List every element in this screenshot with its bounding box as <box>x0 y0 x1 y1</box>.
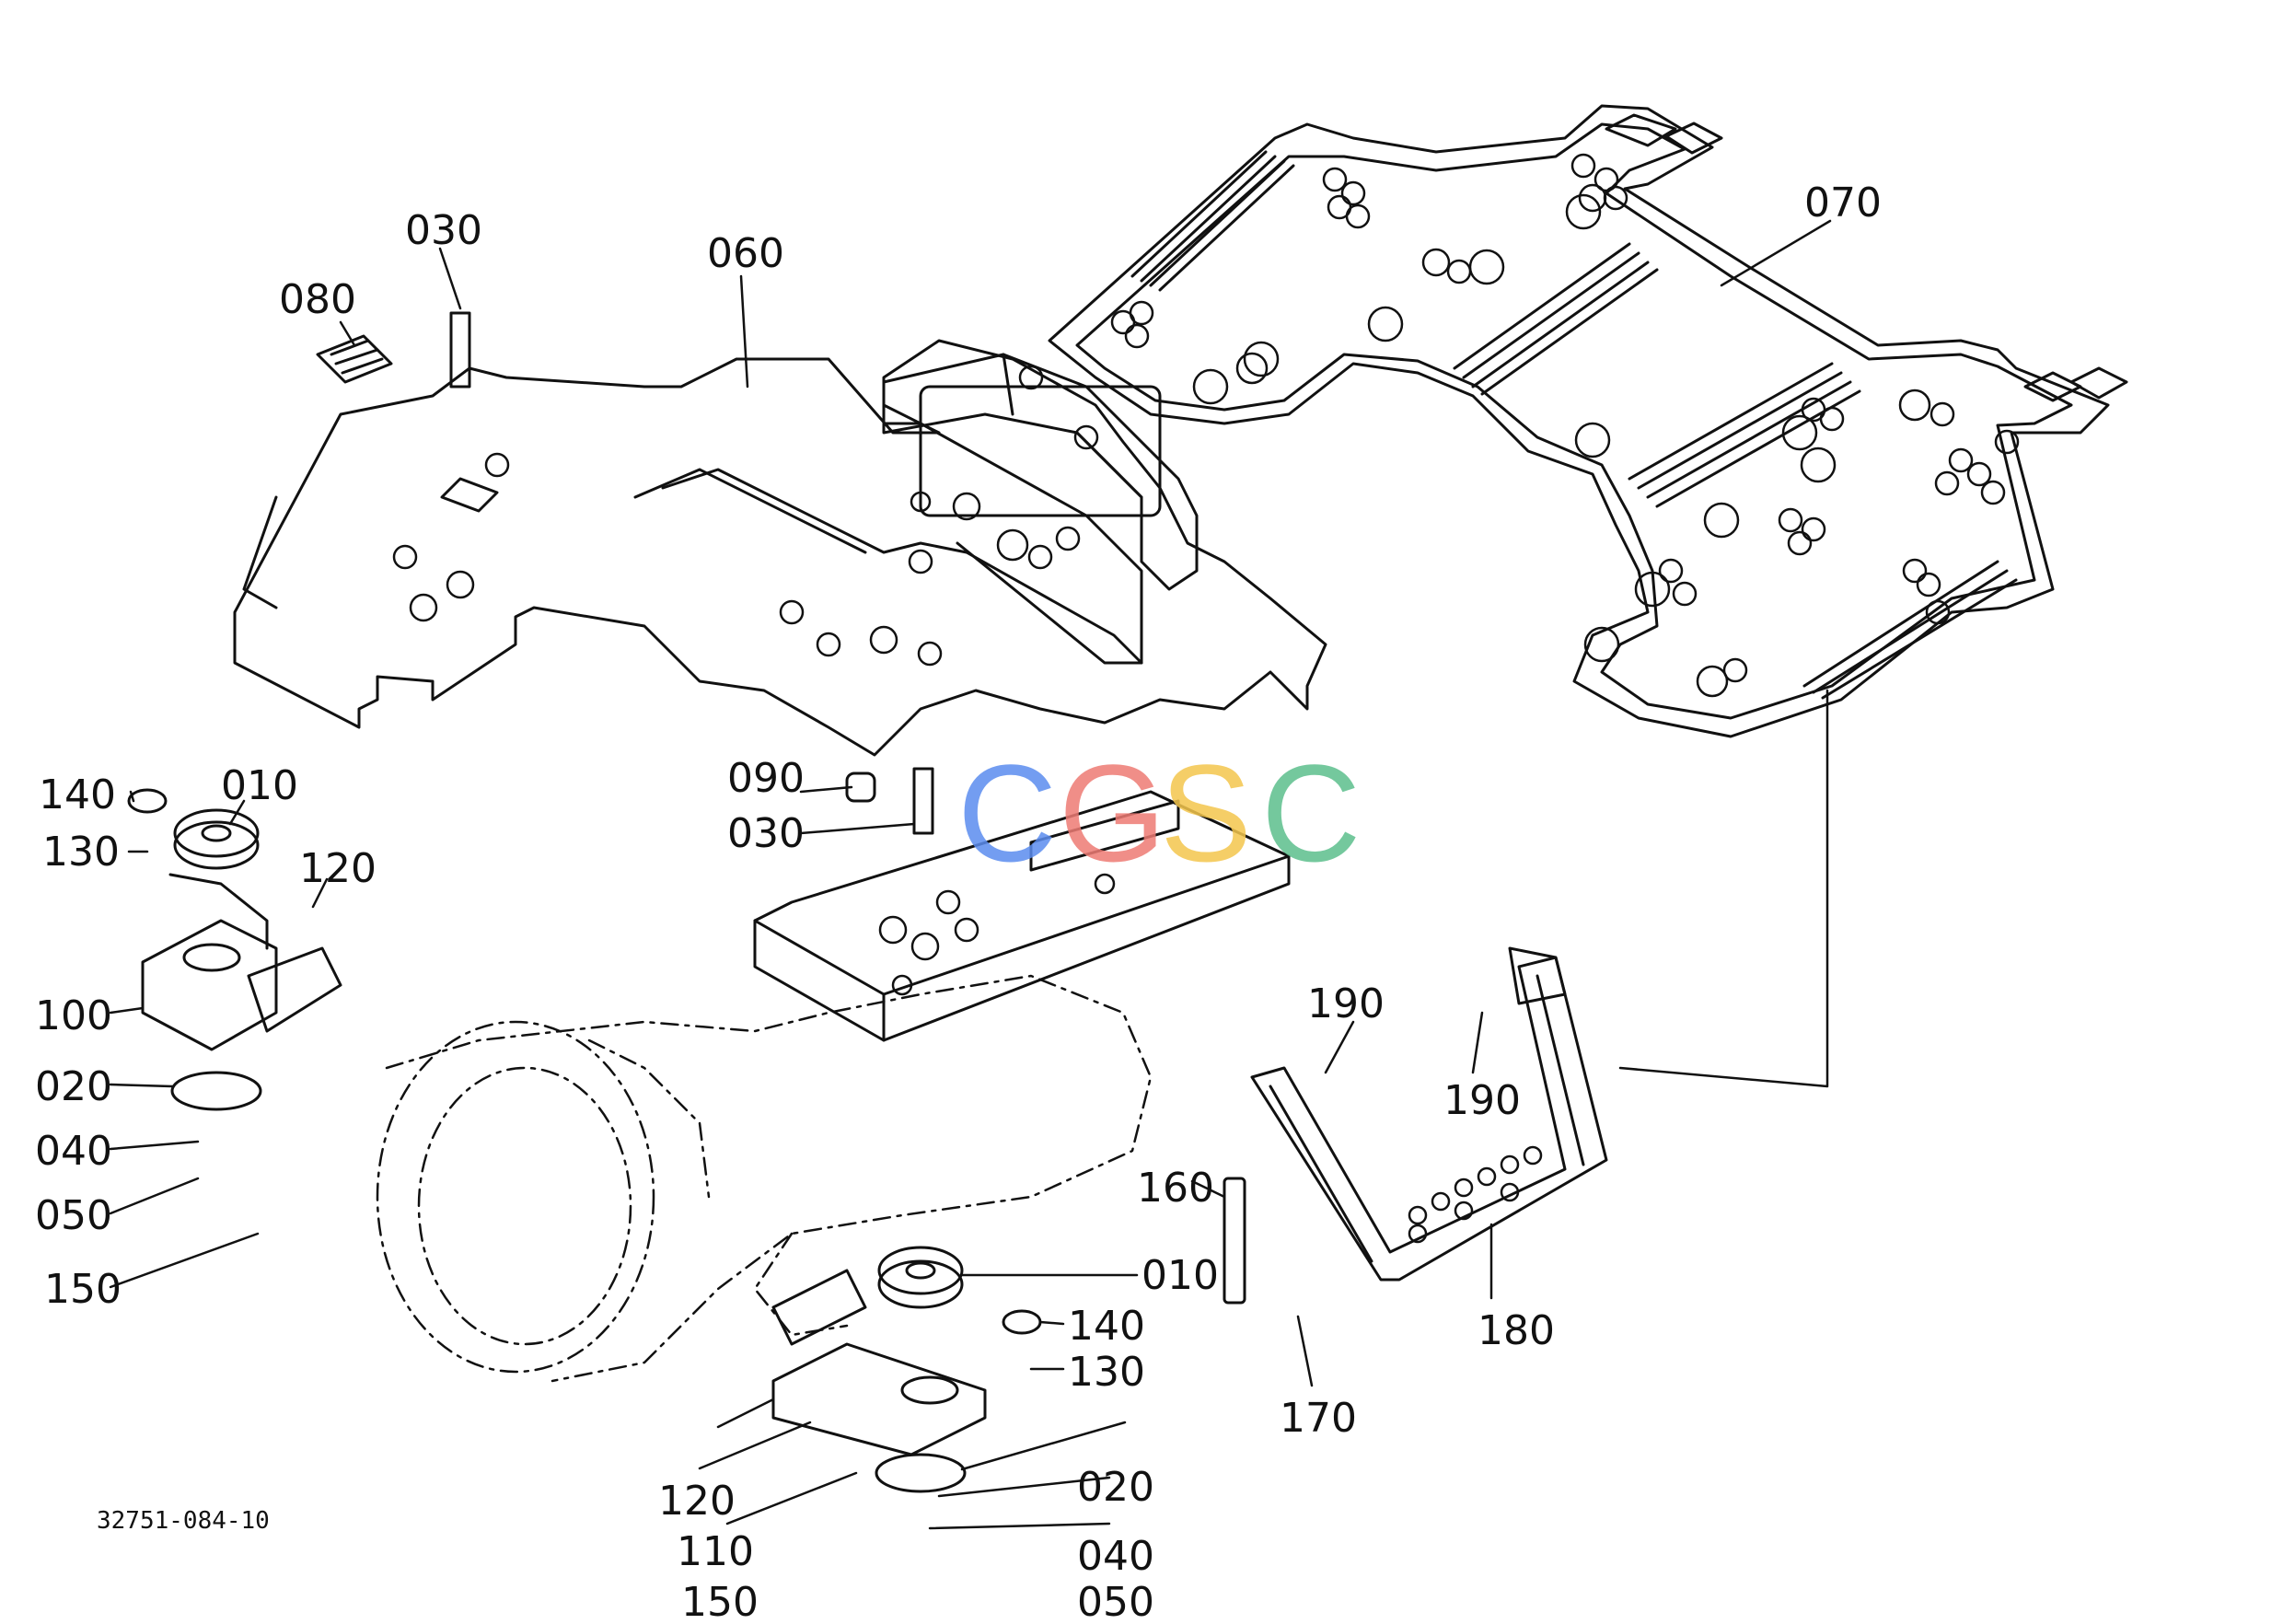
label-110: 110 <box>677 1528 754 1575</box>
label-120-upper: 120 <box>299 845 377 892</box>
part-labels: 030 080 060 070 090 030 140 010 130 120 … <box>35 180 1882 1624</box>
stay-160 <box>1223 1177 1246 1305</box>
bracket-100 <box>141 873 342 1051</box>
floor-plate-060 <box>233 339 1327 757</box>
watermark-letter: S <box>1160 736 1252 890</box>
label-020-lower: 020 <box>1077 1464 1154 1511</box>
watermark-letter: C <box>957 736 1057 890</box>
label-030-mid: 030 <box>727 810 805 857</box>
mount-plate <box>753 790 1291 1042</box>
drawing-number: 32751-084-10 <box>97 1507 270 1535</box>
label-070: 070 <box>1804 180 1882 226</box>
watermark-letter: G <box>1059 736 1166 890</box>
label-180: 180 <box>1478 1307 1555 1354</box>
pedal-pad-080 <box>316 334 393 384</box>
label-040-upper: 040 <box>35 1128 112 1175</box>
leader-lines <box>109 219 1832 1530</box>
label-150-lower: 150 <box>681 1579 759 1624</box>
label-090: 090 <box>727 755 805 802</box>
label-190-a: 190 <box>1307 980 1385 1027</box>
bracket-110 <box>771 1269 987 1456</box>
bolt-030-top <box>449 311 471 389</box>
rubber-mount-010-lower <box>877 1246 964 1309</box>
label-030-top: 030 <box>405 207 482 254</box>
label-050-upper: 050 <box>35 1192 112 1239</box>
label-130-upper: 130 <box>42 829 120 876</box>
washer-020-upper <box>170 1071 262 1111</box>
label-150-upper: 150 <box>44 1266 122 1313</box>
label-010-upper: 010 <box>221 762 298 809</box>
label-120-lower: 120 <box>658 1478 736 1525</box>
label-060: 060 <box>707 230 784 277</box>
label-160: 160 <box>1137 1165 1214 1212</box>
label-140-lower: 140 <box>1068 1303 1145 1350</box>
step-180 <box>1250 946 1608 1282</box>
rubber-mount-010-upper <box>173 808 260 870</box>
transmission-housing <box>376 974 1153 1383</box>
cap-140-lower <box>1002 1309 1042 1335</box>
bolt-030-mid <box>912 767 934 835</box>
washer-020-lower <box>875 1453 967 1493</box>
label-100: 100 <box>35 992 112 1039</box>
cap-140-upper <box>127 788 168 814</box>
label-170: 170 <box>1280 1395 1357 1442</box>
label-080: 080 <box>279 276 356 323</box>
label-140-upper: 140 <box>39 771 116 818</box>
label-010-lower: 010 <box>1142 1252 1219 1299</box>
label-190-b: 190 <box>1443 1077 1521 1124</box>
watermark-logo: C G S C <box>957 736 1361 890</box>
label-020-upper: 020 <box>35 1063 112 1110</box>
label-130-lower: 130 <box>1068 1349 1145 1396</box>
label-040-lower: 040 <box>1077 1533 1154 1580</box>
watermark-letter: C <box>1261 736 1361 890</box>
label-050-lower: 050 <box>1077 1579 1154 1624</box>
floor-mat-070 <box>1048 104 2128 738</box>
